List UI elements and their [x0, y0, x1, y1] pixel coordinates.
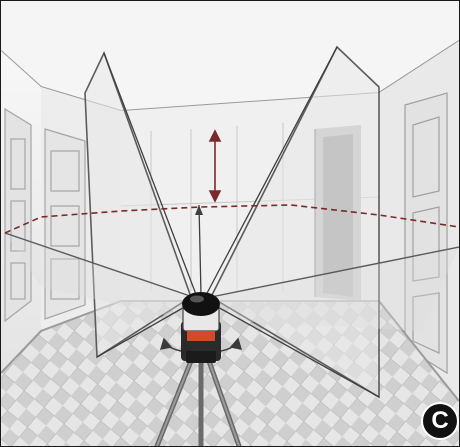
laser-level-device-icon [181, 292, 221, 363]
figure-label-badge: C [423, 404, 457, 438]
right-wall-door [405, 93, 447, 373]
